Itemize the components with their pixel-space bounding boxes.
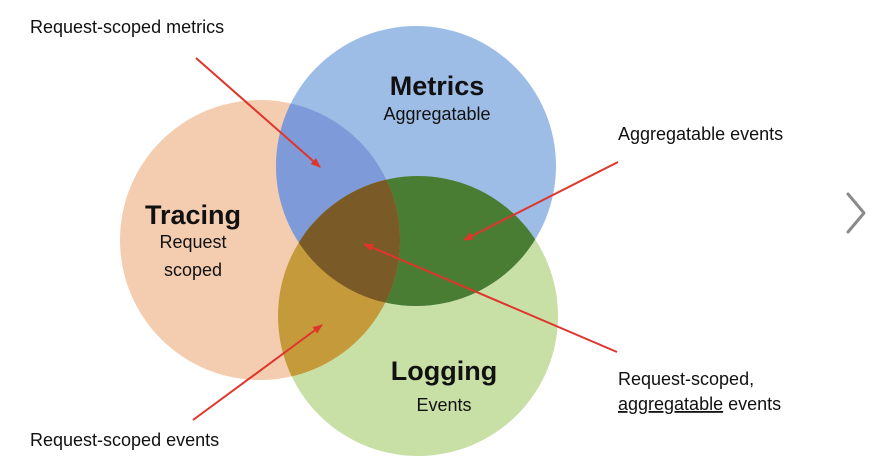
annotation-request-scoped-aggregatable-line1: Request-scoped, xyxy=(618,369,754,389)
annotation-aggregatable-word: aggregatable xyxy=(618,394,723,414)
tracing-subtitle-line2: scoped xyxy=(164,260,222,280)
arrow-request-scoped-events xyxy=(192,324,323,421)
annotation-request-scoped-events: Request-scoped events xyxy=(30,430,219,450)
all-three-overlap xyxy=(278,176,400,306)
annotation-events-word: events xyxy=(723,394,781,414)
metrics-subtitle: Aggregatable xyxy=(383,104,490,124)
annotation-aggregatable-events: Aggregatable events xyxy=(618,124,783,144)
metrics-tracing-overlap xyxy=(276,100,400,306)
metrics-title: Metrics xyxy=(390,71,485,101)
arrow-aggregatable-events xyxy=(463,161,619,241)
logging-title: Logging xyxy=(391,356,497,386)
annotation-request-scoped-metrics: Request-scoped metrics xyxy=(30,17,224,37)
chevron-right-icon[interactable] xyxy=(838,188,874,238)
arrow-request-scoped-aggregatable-events xyxy=(363,243,618,353)
logging-subtitle: Events xyxy=(416,395,471,415)
tracing-title: Tracing xyxy=(145,200,241,230)
annotation-request-scoped-aggregatable-line2: aggregatable events xyxy=(618,394,781,414)
tracing-subtitle-line1: Request xyxy=(159,232,226,252)
arrow-request-scoped-metrics xyxy=(195,57,321,168)
chevron-right-shape xyxy=(846,192,866,234)
